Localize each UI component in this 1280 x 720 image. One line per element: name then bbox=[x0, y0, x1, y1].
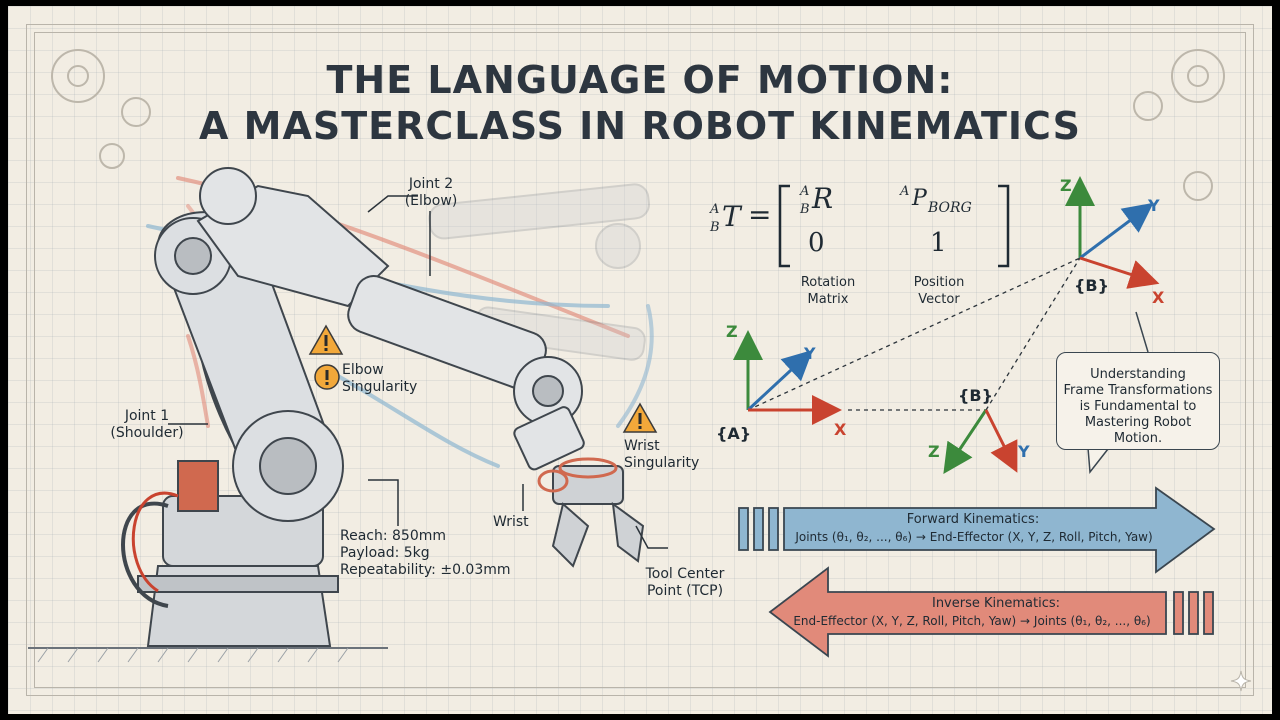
forward-bar bbox=[738, 507, 749, 551]
robot-base bbox=[137, 460, 339, 647]
tcp-label: Tool Center Point (TCP) bbox=[645, 566, 725, 599]
frame-b-top-name: {B} bbox=[1074, 276, 1109, 295]
position-vector-label: Position Vector bbox=[913, 275, 965, 307]
warning-icon bbox=[622, 402, 658, 433]
eq-r-sup: A bbox=[800, 184, 810, 199]
forward-arrow-shape bbox=[783, 486, 1216, 574]
gear-icon bbox=[1187, 65, 1209, 87]
gear-icon bbox=[1171, 49, 1225, 103]
eq-one: 1 bbox=[930, 228, 947, 258]
gear-icon bbox=[99, 143, 125, 169]
forward-bar bbox=[768, 507, 779, 551]
insight-callout: Understanding Frame Transformations is F… bbox=[1056, 352, 1220, 450]
eq-equals: = bbox=[748, 198, 772, 231]
gear-icon bbox=[1133, 91, 1163, 121]
robot-upper-arm bbox=[196, 167, 585, 471]
wrist-singularity-label: Wrist Singularity bbox=[624, 438, 700, 471]
warning-icon bbox=[308, 324, 344, 355]
border-frame-outer bbox=[26, 24, 1254, 696]
eq-zero: 0 bbox=[808, 228, 825, 258]
inverse-bar bbox=[1203, 591, 1214, 635]
eq-p-sup: A bbox=[900, 184, 910, 199]
frame-b-top-y-label: Y bbox=[1148, 196, 1160, 215]
inverse-bar bbox=[1188, 591, 1199, 635]
wrist-label: Wrist bbox=[493, 514, 529, 530]
frame-b-mid-name: {B} bbox=[958, 386, 993, 405]
inverse-kinematics-title: Inverse Kinematics: bbox=[931, 596, 1061, 611]
eq-lhs-sub: B bbox=[710, 220, 720, 235]
joint2-label: Joint 2 (Elbow) bbox=[404, 176, 458, 209]
callout-tail bbox=[1087, 447, 1109, 474]
frame-b-top-z-label: Z bbox=[1060, 176, 1072, 195]
elbow-singularity-label: Elbow Singularity bbox=[342, 362, 418, 395]
robot-lower-arm bbox=[154, 211, 344, 522]
frame-a-y-label: Y bbox=[804, 344, 816, 363]
title-line-2: A MASTERCLASS IN ROBOT KINEMATICS bbox=[199, 104, 1081, 148]
eq-r-sub: B bbox=[800, 202, 810, 217]
joint1-label: Joint 1 (Shoulder) bbox=[110, 408, 184, 441]
inverse-arrow-shape bbox=[768, 566, 1167, 658]
gear-icon bbox=[51, 49, 105, 103]
gear-icon bbox=[67, 65, 89, 87]
forward-kinematics-arrow bbox=[738, 486, 1216, 574]
eq-r-main: R bbox=[812, 182, 834, 215]
eq-lhs-main: T bbox=[722, 200, 741, 233]
frame-a-x-label: X bbox=[834, 420, 847, 439]
frame-b-mid-axes bbox=[943, 409, 1018, 474]
gear-icons-decoration bbox=[51, 49, 1225, 201]
inverse-kinematics-text: End-Effector (X, Y, Z, Roll, Pitch, Yaw)… bbox=[793, 614, 1151, 628]
gear-icon bbox=[1183, 171, 1213, 201]
infographic-canvas: THE LANGUAGE OF MOTION: A MASTERCLASS IN… bbox=[8, 6, 1272, 714]
rotation-matrix-label: Rotation Matrix bbox=[800, 275, 856, 307]
eq-p-main: P bbox=[912, 186, 927, 211]
forward-kinematics-text: Joints (θ₁, θ₂, ..., θ₆) → End-Effector … bbox=[795, 530, 1153, 544]
gear-icon bbox=[121, 97, 151, 127]
frame-b-top-x-label: X bbox=[1152, 288, 1165, 307]
eq-lhs-sup: A bbox=[710, 202, 720, 217]
robot-arm-illustration bbox=[28, 167, 668, 663]
frame-a-z-label: Z bbox=[726, 322, 738, 341]
frame-b-top-axes bbox=[1065, 176, 1160, 289]
sparkle-icon bbox=[1230, 670, 1252, 692]
title-line-1: THE LANGUAGE OF MOTION: bbox=[326, 58, 954, 102]
forward-kinematics-title: Forward Kinematics: bbox=[906, 512, 1040, 527]
forward-bar bbox=[753, 507, 764, 551]
frame-a-axes bbox=[733, 330, 842, 425]
singularity-circle-icon bbox=[314, 364, 340, 390]
inverse-kinematics-arrow bbox=[768, 566, 1214, 658]
matrix-brackets bbox=[778, 184, 1010, 268]
coordinate-frames-diagram bbox=[733, 176, 1160, 474]
frame-b-mid-y-label: Y bbox=[1018, 442, 1030, 461]
specs-label: Reach: 850mm Payload: 5kg Repeatability:… bbox=[340, 528, 511, 578]
border-frame-inner bbox=[34, 32, 1246, 688]
eq-p-sub: BORG bbox=[928, 200, 972, 216]
inverse-bar bbox=[1173, 591, 1184, 635]
kinematics-arrows bbox=[738, 486, 1216, 658]
frame-b-mid-z-label: Z bbox=[928, 442, 940, 461]
frame-a-name: {A} bbox=[716, 424, 752, 443]
transformation-equation: A B T = A B R A P BORG 0 1 bbox=[704, 176, 1010, 268]
